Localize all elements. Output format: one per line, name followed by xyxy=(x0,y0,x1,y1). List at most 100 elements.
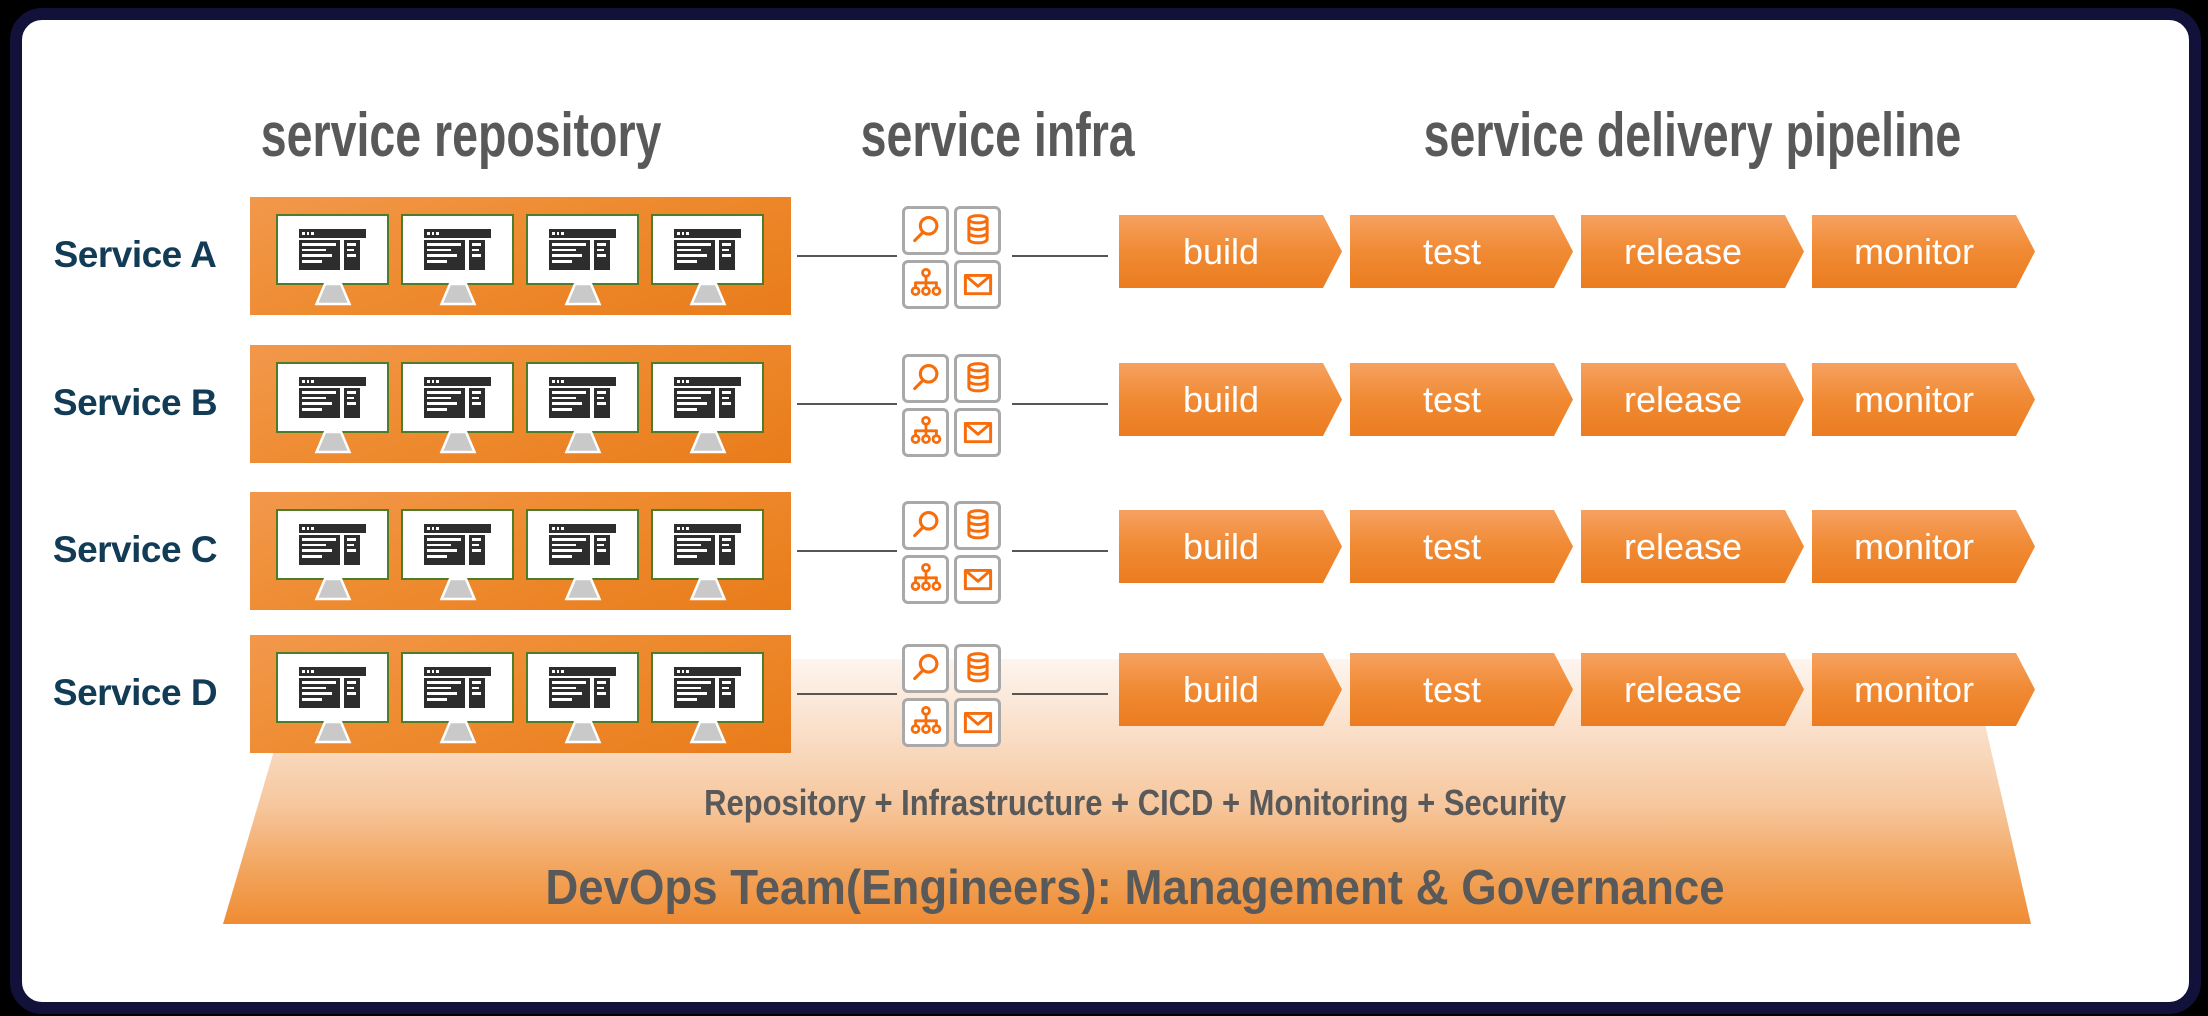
infra-tile xyxy=(902,555,949,604)
monitor-stand xyxy=(314,283,351,306)
sitemap-icon xyxy=(910,267,941,296)
monitor-stand xyxy=(439,721,476,744)
pipeline-arrow-monitor: monitor xyxy=(1812,510,2035,583)
repository-monitor xyxy=(276,362,389,463)
database-icon xyxy=(966,213,989,244)
mail-icon-tile xyxy=(954,260,1001,309)
service-label: Service D xyxy=(52,672,218,713)
stage-label: test xyxy=(1422,378,1482,420)
sitemap-icon xyxy=(910,415,941,444)
column-header-service-repository: service repository xyxy=(161,104,761,168)
column-header-service-repository-text: service repository xyxy=(260,101,662,170)
monitor-stand xyxy=(564,578,601,601)
infra-tile xyxy=(902,501,949,550)
monitor-stand xyxy=(439,431,476,454)
column-header-service-infra-text: service infra xyxy=(860,101,1136,170)
service-repository-box xyxy=(250,635,791,753)
connector-line-right xyxy=(1012,550,1108,552)
connector-line-right xyxy=(1012,255,1108,257)
stage-label: test xyxy=(1422,230,1482,272)
column-header-service-infra: service infra xyxy=(698,104,1298,168)
stage-label: build xyxy=(1182,668,1260,710)
repository-monitor xyxy=(651,652,764,753)
pipeline-arrow-monitor: monitor xyxy=(1812,653,2035,726)
connector-line-left xyxy=(797,403,897,405)
monitor-stand xyxy=(689,431,726,454)
mail-icon xyxy=(963,568,992,590)
stage-label: release xyxy=(1623,668,1743,710)
stage-label: release xyxy=(1623,525,1743,567)
database-icon xyxy=(966,651,989,682)
repository-monitor xyxy=(401,214,514,315)
repository-monitor xyxy=(276,509,389,610)
monitor-stand xyxy=(564,431,601,454)
platform-capabilities-label: Repository + Infrastructure + CICD + Mon… xyxy=(704,782,1566,823)
service-row-1: Service A xyxy=(0,197,2208,315)
monitor-screen-icon xyxy=(276,509,389,580)
service-label: Service B xyxy=(52,382,218,423)
service-row-4: Service D xyxy=(0,635,2208,753)
pipeline-arrow-build: build xyxy=(1119,215,1342,288)
database-icon xyxy=(966,361,989,392)
repository-monitor xyxy=(401,509,514,610)
infra-tile xyxy=(954,206,1001,255)
stage-label: release xyxy=(1623,230,1743,272)
mail-icon-tile xyxy=(954,408,1001,457)
service-repository-box xyxy=(250,492,791,610)
monitor-screen-icon xyxy=(401,652,514,723)
infra-tile xyxy=(902,206,949,255)
service-infra-tiles xyxy=(902,644,1001,747)
infra-tile xyxy=(954,354,1001,403)
pipeline-arrow-build: build xyxy=(1119,510,1342,583)
service-row-2: Service B xyxy=(0,345,2208,463)
stage-label: monitor xyxy=(1853,230,1975,272)
monitor-screen-icon xyxy=(526,509,639,580)
monitor-screen-icon xyxy=(526,214,639,285)
search-icon xyxy=(912,363,938,390)
monitor-screen-icon xyxy=(651,214,764,285)
monitor-screen-icon xyxy=(526,652,639,723)
monitor-stand xyxy=(314,578,351,601)
repository-monitor xyxy=(526,652,639,753)
column-header-service-delivery-pipeline: service delivery pipeline xyxy=(1334,104,1962,168)
service-repository-box xyxy=(250,345,791,463)
pipeline-arrow-test: test xyxy=(1350,215,1573,288)
service-label: Service A xyxy=(53,234,217,275)
sitemap-icon xyxy=(910,705,941,734)
repository-monitor xyxy=(651,362,764,463)
monitor-stand xyxy=(314,721,351,744)
monitor-stand xyxy=(689,283,726,306)
mail-icon-tile xyxy=(954,555,1001,604)
pipeline-arrow-monitor: monitor xyxy=(1812,215,2035,288)
infra-tile xyxy=(954,644,1001,693)
repository-monitor xyxy=(276,214,389,315)
connector-line-right xyxy=(1012,693,1108,695)
pipeline-arrow-release: release xyxy=(1581,653,1804,726)
repository-monitor xyxy=(651,214,764,315)
repository-monitor xyxy=(526,509,639,610)
monitor-stand xyxy=(689,721,726,744)
service-label: Service C xyxy=(52,529,218,570)
mail-icon-tile xyxy=(954,698,1001,747)
stage-label: build xyxy=(1182,525,1260,567)
connector-line-left xyxy=(797,255,897,257)
database-icon xyxy=(966,508,989,539)
monitor-screen-icon xyxy=(276,362,389,433)
service-infra-tiles xyxy=(902,206,1001,309)
monitor-stand xyxy=(439,578,476,601)
pipeline-arrow-build: build xyxy=(1119,363,1342,436)
repository-monitor xyxy=(526,362,639,463)
infra-tile xyxy=(902,260,949,309)
devops-team-label: DevOps Team(Engineers): Management & Gov… xyxy=(545,861,1725,915)
service-repository-box xyxy=(250,197,791,315)
sitemap-icon xyxy=(910,562,941,591)
monitor-screen-icon xyxy=(651,362,764,433)
pipeline-arrow-release: release xyxy=(1581,510,1804,583)
infra-tile xyxy=(902,354,949,403)
mail-icon xyxy=(963,421,992,443)
mail-icon xyxy=(963,273,992,295)
monitor-screen-icon xyxy=(651,509,764,580)
stage-label: monitor xyxy=(1853,668,1975,710)
platform-capabilities-text: Repository + Infrastructure + CICD + Mon… xyxy=(335,782,1935,824)
